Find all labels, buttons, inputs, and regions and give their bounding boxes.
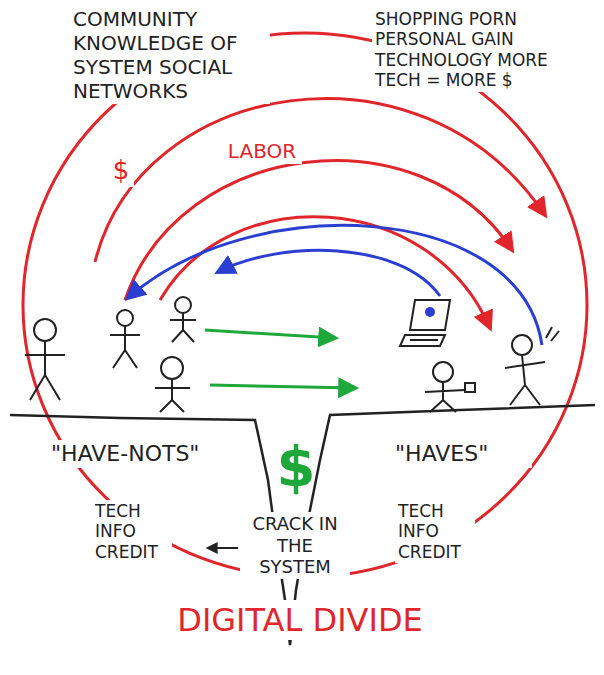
group-label: "HAVES" xyxy=(392,440,532,468)
resource-list: TECH INFO CREDIT xyxy=(395,500,475,563)
green-arrows xyxy=(205,330,355,388)
crack-pointer xyxy=(208,548,238,549)
resource-list: TECH INFO CREDIT xyxy=(92,500,172,563)
ground-and-crack xyxy=(10,405,595,645)
topic-list: SHOPPING PORN PERSONAL GAIN TECHNOLOGY M… xyxy=(372,8,572,92)
red-arrows xyxy=(95,99,545,328)
caption: DIGITAL DIVIDE xyxy=(110,600,490,640)
group-label: "HAVE-NOTS" xyxy=(48,440,238,468)
laptop-icon xyxy=(400,300,450,346)
topic-list: COMMUNITY KNOWLEDGE OF SYSTEM SOCIAL NET… xyxy=(70,6,270,104)
blue-arrows xyxy=(128,225,542,345)
money-symbol: $ xyxy=(272,432,320,501)
crack-label: CRACK IN THE SYSTEM xyxy=(240,512,350,579)
flow-label: LABOR xyxy=(222,138,302,164)
red-loop xyxy=(23,33,587,577)
money-symbol: $ xyxy=(108,154,134,187)
stick-figures xyxy=(25,297,559,412)
